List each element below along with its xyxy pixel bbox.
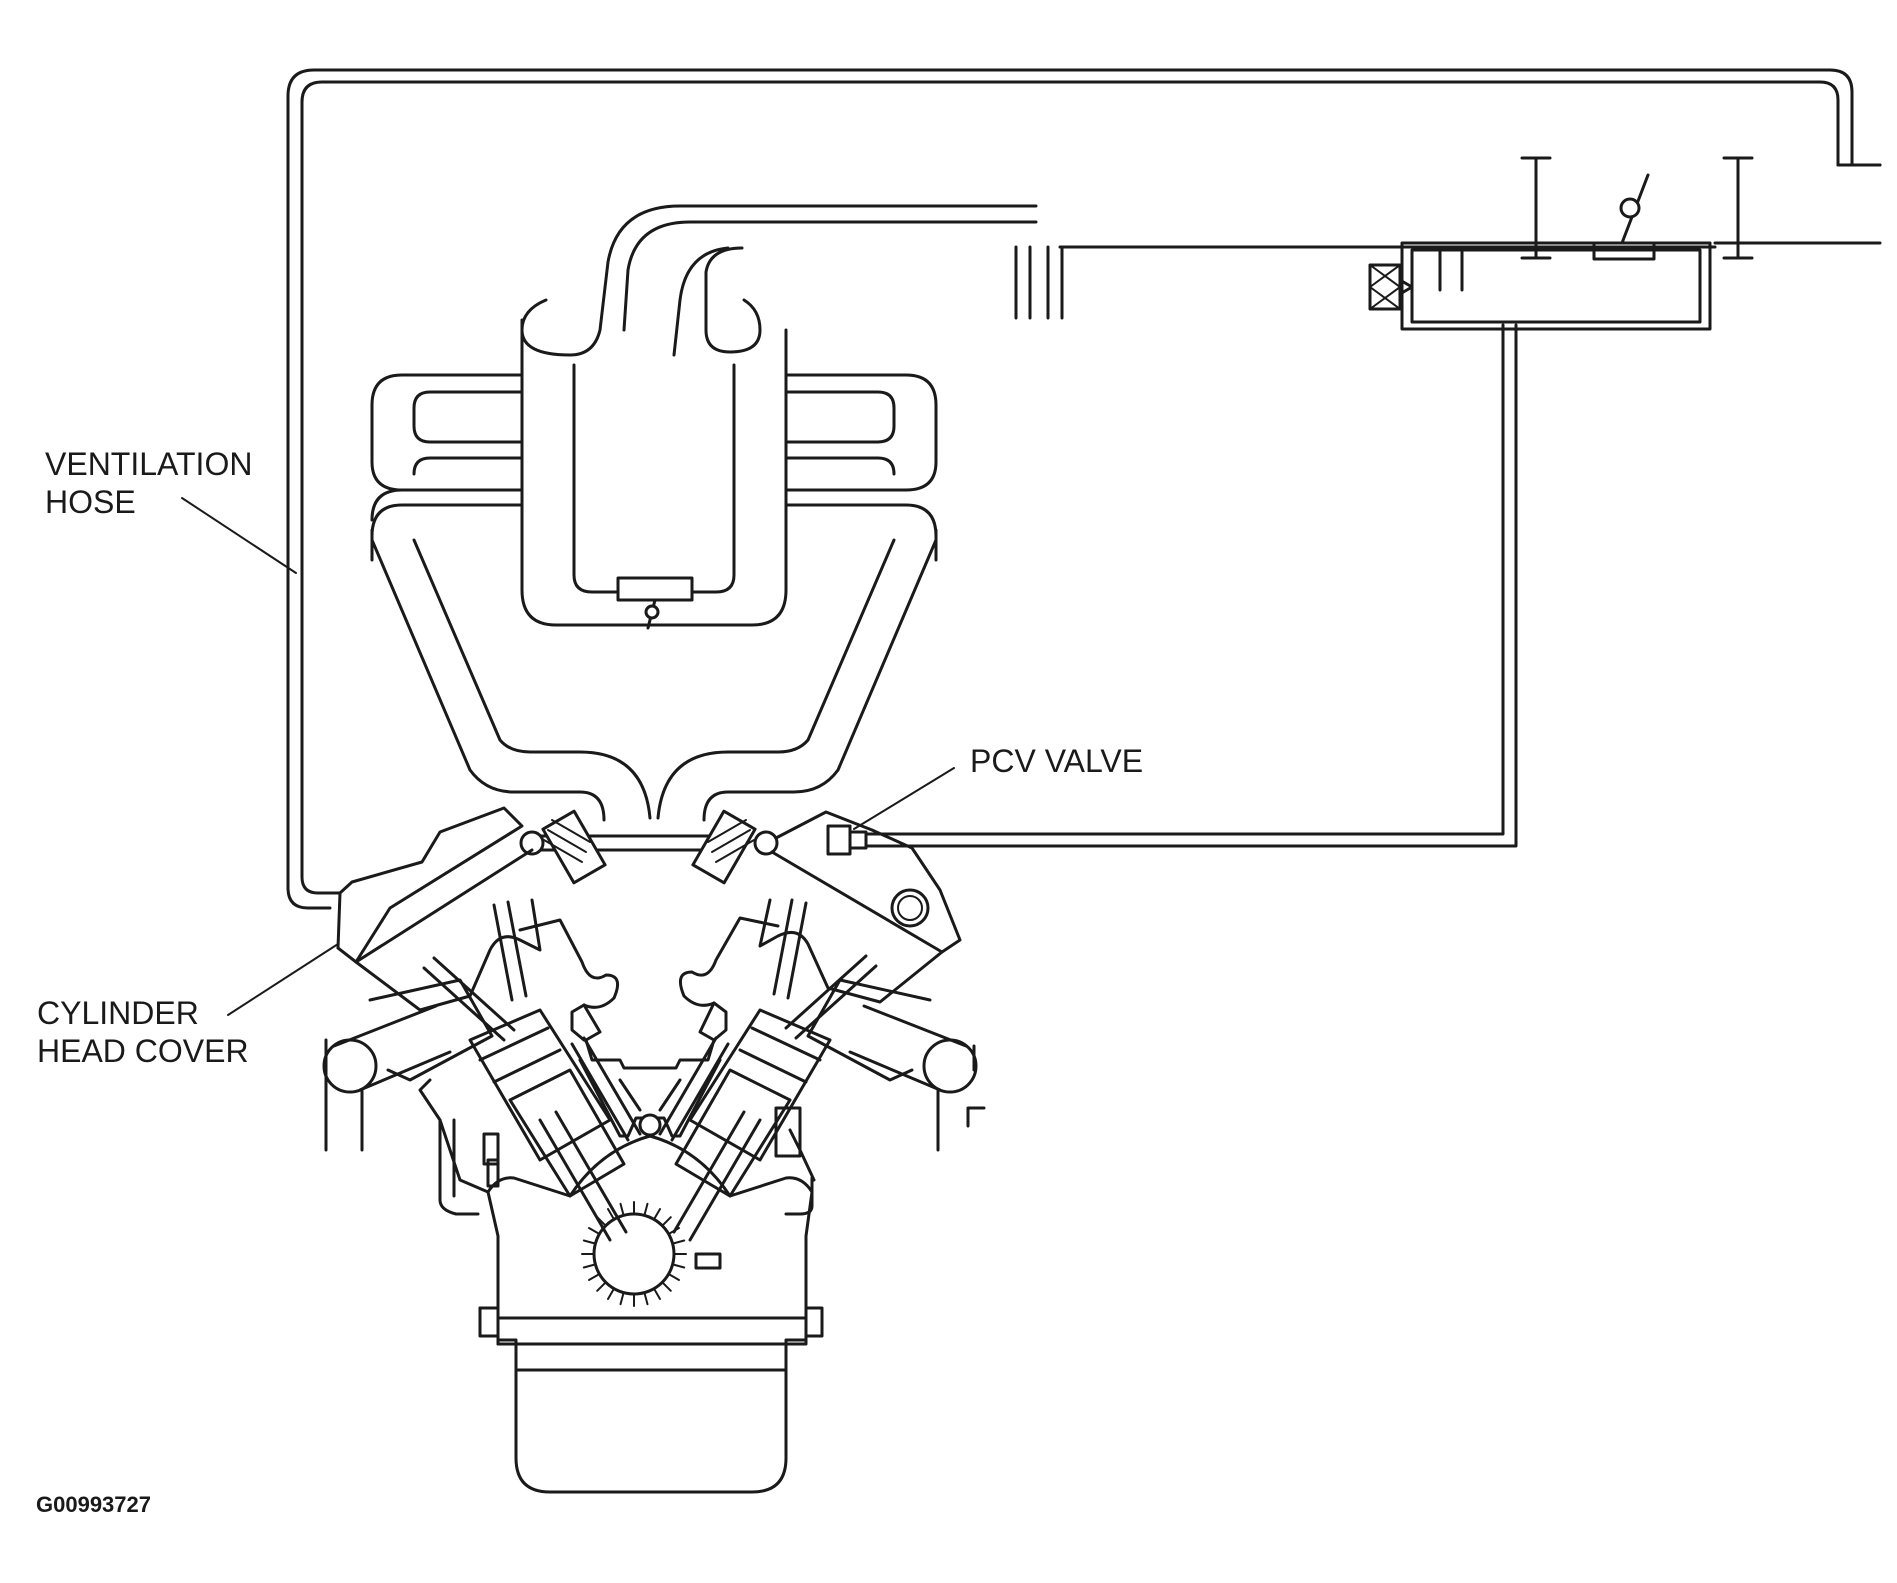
timing-wheel-tooth [596,1281,607,1292]
oil-pan [478,1306,824,1494]
timing-wheel-tooth [607,1287,615,1300]
duct-stubs [1014,245,1064,320]
timing-wheel-tooth [596,1216,607,1227]
label-pcv-valve: PCV VALVE [970,742,1143,780]
timing-wheel-tooth [588,1273,601,1281]
timing-wheel-tooth [619,1202,625,1217]
timing-wheel-tooth [607,1208,615,1221]
label-cylinder-head-cover-line1: CYLINDER [37,995,199,1031]
timing-wheel-tooth [643,1291,649,1306]
timing-wheel-tooth [667,1227,680,1235]
label-cylinder-head-cover: CYLINDER HEAD COVER [37,994,249,1070]
throttle-body [1368,156,1754,331]
timing-wheel-tooth [671,1263,686,1269]
label-cylinder-head-cover-line2: HEAD COVER [37,1033,249,1069]
leader-lines [181,497,955,1016]
timing-wheel-tooth [582,1263,597,1269]
timing-wheel-tooth [671,1239,686,1245]
timing-wheel-tooth [667,1273,680,1281]
label-ventilation-hose: VENTILATION HOSE [45,445,252,521]
ventilation-hose [286,68,1854,910]
timing-wheel-tooth [619,1291,625,1306]
timing-wheel-tooth [661,1216,672,1227]
timing-wheel-tooth [588,1227,601,1235]
timing-wheel-tooth [582,1239,597,1245]
crankshaft-pulley [581,1201,687,1307]
leader-pcv-valve [853,767,955,830]
intake-manifold [370,204,1038,822]
air-intake-duct [1058,163,1882,249]
label-ventilation-hose-line2: HOSE [45,484,136,520]
injector-right [691,809,757,885]
timing-wheel-tooth [653,1208,661,1221]
leader-ventilation-hose [181,497,297,574]
injector-left [541,809,607,885]
timing-wheel-tooth [653,1287,661,1300]
label-ventilation-hose-line1: VENTILATION [45,446,253,482]
figure-reference-code: G00993727 [36,1492,151,1517]
pcv-valve [826,323,1518,856]
timing-wheel-tooth [661,1281,672,1292]
leader-cylinder-head-cover [227,943,339,1016]
engine-block [322,806,986,1494]
label-pcv-valve-text: PCV VALVE [970,743,1144,779]
timing-wheel-tooth [643,1202,649,1217]
